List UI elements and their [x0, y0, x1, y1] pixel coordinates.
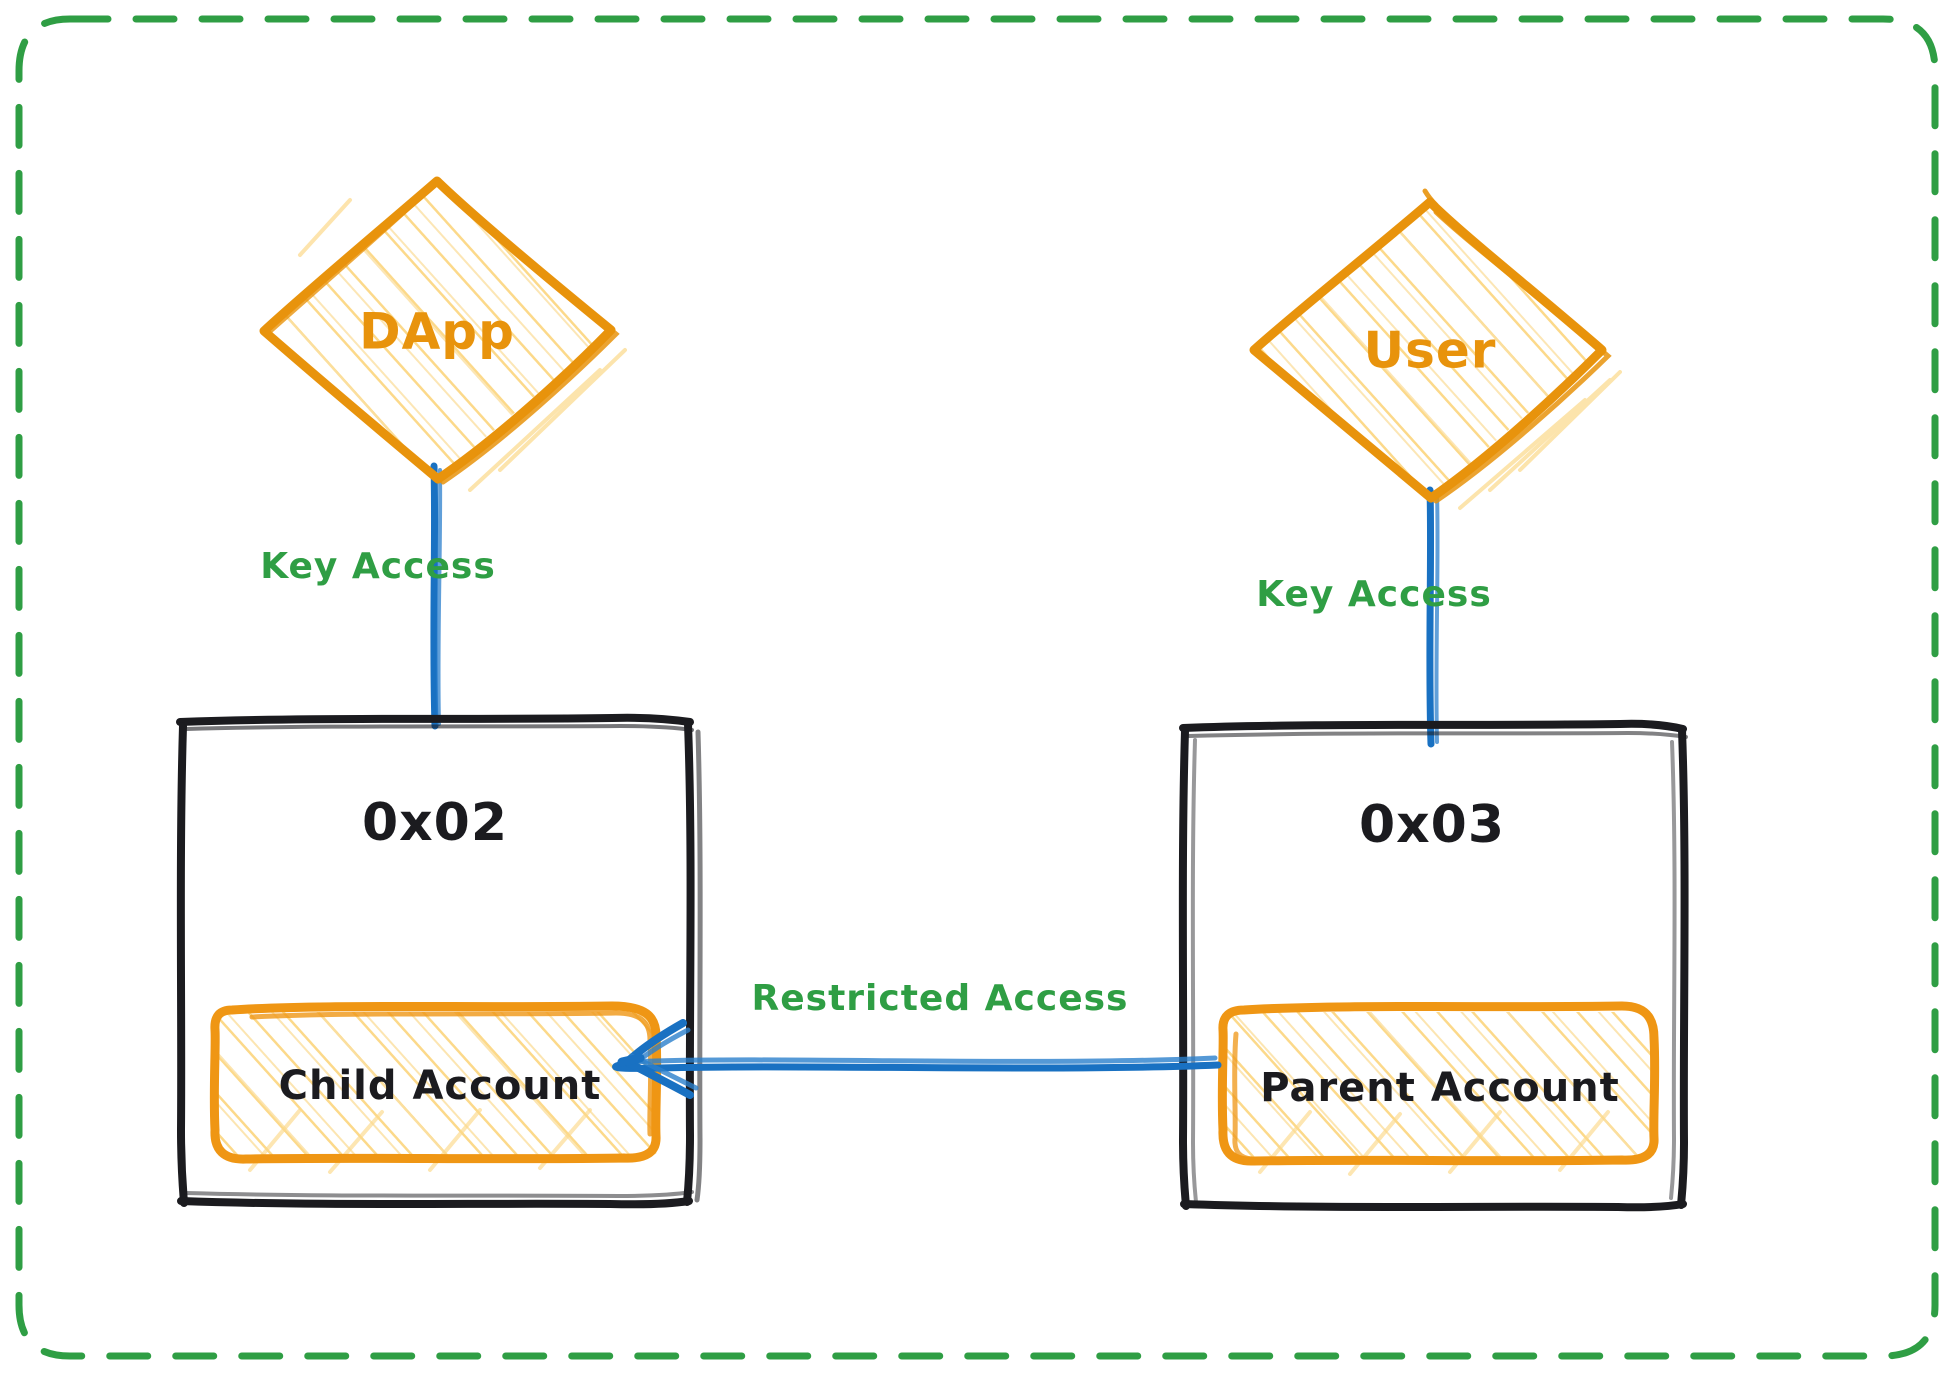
account-0x03-box[interactable]: 0x03: [1178, 719, 1689, 1212]
child-account-label: Child Account: [279, 1063, 602, 1109]
edge-label-key-access-dapp: Key Access: [260, 546, 496, 587]
edge-user-to-0x03: [1426, 486, 1440, 748]
parent-account-label: Parent Account: [1260, 1065, 1620, 1111]
edge-label-restricted-access: Restricted Access: [752, 978, 1129, 1019]
dashed-frame: [15, 15, 1939, 1360]
node-child-account[interactable]: Child Account: [209, 1001, 662, 1174]
account-0x02-box[interactable]: 0x02: [176, 713, 703, 1209]
node-parent-account[interactable]: Parent Account: [1217, 1001, 1660, 1176]
account-0x03-label: 0x03: [1359, 795, 1505, 855]
edge-label-key-access-user: Key Access: [1256, 574, 1492, 615]
node-dapp[interactable]: DApp: [259, 176, 627, 492]
edge-dapp-to-0x02: [430, 462, 443, 730]
user-label: User: [1364, 322, 1497, 380]
account-0x02-label: 0x02: [362, 793, 508, 853]
node-user[interactable]: User: [1249, 188, 1622, 510]
edge-parent-to-child: [612, 1019, 1222, 1099]
dapp-label: DApp: [359, 303, 515, 361]
